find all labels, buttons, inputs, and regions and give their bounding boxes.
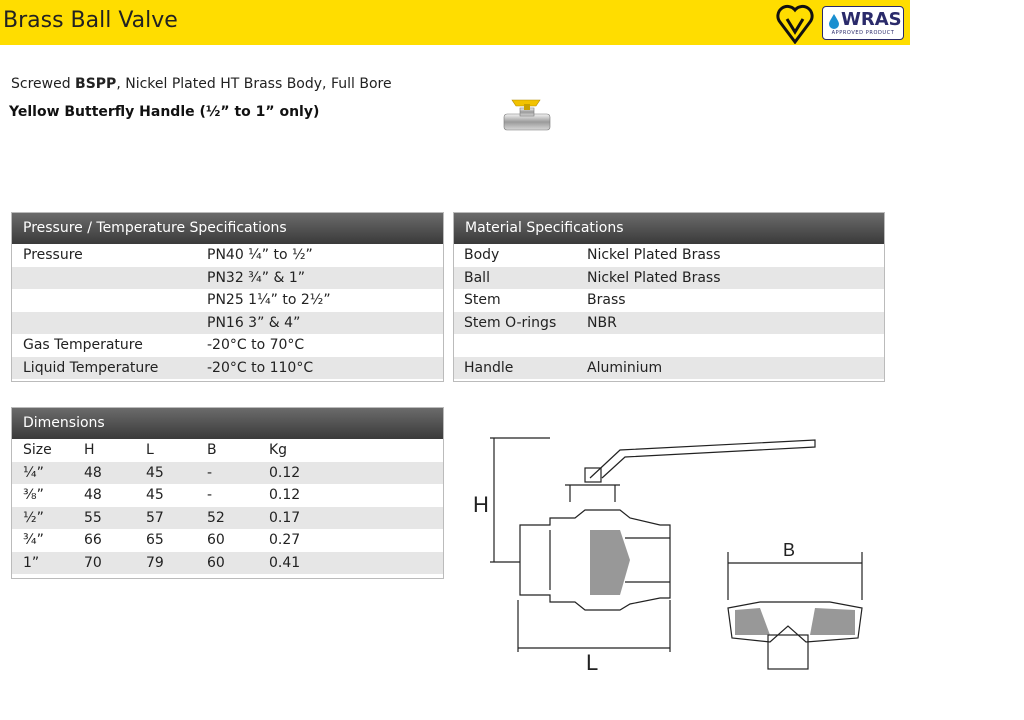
spec-value: Nickel Plated Brass (587, 247, 721, 263)
water-drop-icon (829, 14, 839, 29)
spec-value: NBR (587, 314, 617, 331)
table-cell: 60 (207, 554, 225, 571)
handle-note: Yellow Butterfly Handle (½” to 1” only) (9, 104, 320, 120)
valve-technical-drawing: H L B (473, 437, 863, 675)
table-cell: 0.41 (269, 554, 301, 571)
table-row: ¼” 48 45 - 0.12 (12, 461, 443, 484)
column-header: L (146, 442, 154, 458)
column-header: Size (23, 442, 52, 458)
dimension-label-h: H (473, 492, 489, 517)
table-cell: 45 (146, 464, 164, 481)
wras-subtext: APPROVED PRODUCT (831, 30, 895, 36)
column-header: B (207, 442, 217, 458)
table-row: Stem Brass (454, 289, 884, 312)
table-cell: 60 (207, 532, 225, 548)
spec-label: Stem O-rings (464, 314, 557, 331)
table-cell: 48 (84, 487, 102, 503)
table-row: PN16 3” & 4” (12, 311, 443, 334)
pressure-temperature-panel: Pressure / Temperature Specifications Pr… (11, 212, 444, 382)
page-title: Brass Ball Valve (3, 8, 178, 33)
table-cell: 0.12 (269, 464, 301, 481)
spec-value: PN32 ¾” & 1” (207, 269, 305, 286)
table-row: PN25 1¼” to 2½” (12, 289, 443, 312)
description-prefix: Screwed (11, 76, 76, 92)
product-description: Screwed BSPP, Nickel Plated HT Brass Bod… (11, 76, 392, 92)
dimensions-title: Dimensions (12, 408, 443, 439)
spec-label: Pressure (23, 247, 83, 263)
table-row: 1” 70 79 60 0.41 (12, 551, 443, 574)
table-header-row: Size H L B Kg (12, 439, 443, 462)
table-cell: 65 (146, 532, 164, 548)
table-row: PN32 ¾” & 1” (12, 266, 443, 289)
column-header: Kg (269, 442, 288, 458)
dimension-label-l: L (586, 650, 598, 675)
spec-label: Ball (464, 269, 490, 286)
table-row: Stem O-rings NBR (454, 311, 884, 334)
table-cell: 45 (146, 487, 164, 503)
spec-value: PN40 ¼” to ½” (207, 247, 313, 263)
spec-value: PN16 3” & 4” (207, 314, 301, 331)
table-cell: 70 (84, 554, 102, 571)
table-cell: 52 (207, 509, 225, 526)
table-cell: - (207, 464, 213, 481)
table-row: Ball Nickel Plated Brass (454, 266, 884, 289)
pressure-temperature-title: Pressure / Temperature Specifications (12, 213, 443, 244)
spec-label: Stem (464, 292, 501, 308)
table-cell: 1” (23, 554, 40, 571)
dimensions-panel: Dimensions Size H L B Kg ¼” 48 45 - 0.12… (11, 407, 444, 579)
table-cell: ½” (23, 509, 44, 526)
table-cell: 48 (84, 464, 102, 481)
table-cell: 66 (84, 532, 102, 548)
table-cell: 0.27 (269, 532, 301, 548)
spec-label: Liquid Temperature (23, 359, 159, 376)
table-cell: ¼” (23, 464, 44, 481)
table-cell: 0.12 (269, 487, 301, 503)
dimension-label-b: B (783, 540, 795, 560)
spec-label: Body (464, 247, 500, 263)
table-row: Liquid Temperature -20°C to 110°C (12, 356, 443, 379)
table-cell: 0.17 (269, 509, 301, 526)
table-row: Handle Aluminium (454, 356, 884, 379)
description-suffix: , Nickel Plated HT Brass Body, Full Bore (116, 76, 392, 92)
spec-value: Aluminium (587, 359, 663, 376)
spec-value: PN25 1¼” to 2½” (207, 292, 331, 308)
table-row: Pressure PN40 ¼” to ½” (12, 244, 443, 267)
wras-badge: WRAS APPROVED PRODUCT (822, 6, 904, 40)
table-row: ½” 55 57 52 0.17 (12, 506, 443, 529)
spec-value: -20°C to 110°C (207, 359, 314, 376)
table-cell: 55 (84, 509, 102, 526)
spec-value: Brass (587, 292, 626, 308)
kitemark-icon (776, 4, 814, 44)
table-row (454, 334, 884, 357)
table-cell: ¾” (23, 532, 44, 548)
table-row: Gas Temperature -20°C to 70°C (12, 334, 443, 357)
table-cell: - (207, 487, 213, 503)
table-row: Body Nickel Plated Brass (454, 244, 884, 267)
column-header: H (84, 442, 95, 458)
spec-label: Handle (464, 359, 514, 376)
table-cell: 57 (146, 509, 164, 526)
table-cell: 79 (146, 554, 164, 571)
material-title: Material Specifications (454, 213, 884, 244)
description-bold: BSPP (75, 76, 117, 92)
spec-value: -20°C to 70°C (207, 337, 305, 353)
table-row: ⅜” 48 45 - 0.12 (12, 484, 443, 507)
table-cell: ⅜” (23, 487, 44, 503)
spec-label: Gas Temperature (23, 337, 143, 353)
page-header: Brass Ball Valve WRAS APPROVED PRODUCT (0, 0, 910, 45)
wras-logo-text: WRAS (841, 9, 902, 30)
valve-product-image (503, 99, 551, 131)
spec-value: Nickel Plated Brass (587, 269, 721, 286)
table-row: ¾” 66 65 60 0.27 (12, 529, 443, 552)
